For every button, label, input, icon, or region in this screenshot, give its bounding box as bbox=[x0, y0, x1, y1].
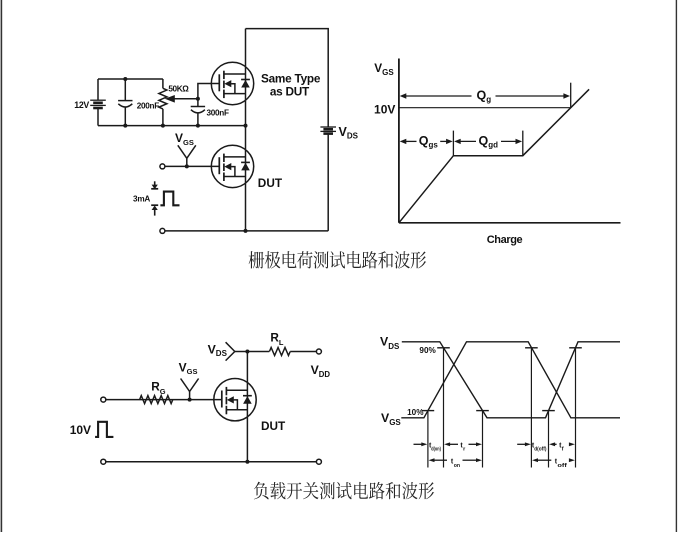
svg-text:200nF: 200nF bbox=[137, 101, 159, 110]
svg-text:DUT: DUT bbox=[261, 419, 286, 433]
svg-text:Qg: Qg bbox=[477, 88, 492, 104]
svg-text:as DUT: as DUT bbox=[270, 85, 310, 99]
svg-text:VDD: VDD bbox=[311, 363, 331, 379]
svg-text:Charge: Charge bbox=[487, 234, 523, 246]
svg-text:t: t bbox=[555, 459, 558, 466]
svg-text:Qgs: Qgs bbox=[419, 134, 439, 150]
svg-text:Same Type: Same Type bbox=[261, 71, 321, 85]
svg-text:50KΩ: 50KΩ bbox=[168, 85, 189, 94]
svg-text:3mA: 3mA bbox=[133, 195, 150, 204]
svg-text:10%: 10% bbox=[407, 408, 424, 417]
svg-text:off: off bbox=[557, 463, 567, 469]
svg-text:t: t bbox=[451, 459, 454, 466]
svg-text:RL: RL bbox=[270, 331, 284, 347]
svg-text:VGS: VGS bbox=[374, 61, 394, 77]
svg-text:DUT: DUT bbox=[258, 176, 283, 190]
svg-text:10V: 10V bbox=[374, 102, 395, 116]
svg-text:VGS: VGS bbox=[175, 131, 194, 147]
svg-text:t: t bbox=[460, 442, 463, 449]
svg-text:VDS: VDS bbox=[339, 125, 359, 140]
svg-text:Qgd: Qgd bbox=[479, 134, 499, 150]
svg-text:VGS: VGS bbox=[179, 361, 198, 377]
svg-text:d(on): d(on) bbox=[431, 446, 441, 452]
svg-text:VDS: VDS bbox=[208, 343, 228, 358]
svg-text:on: on bbox=[454, 463, 461, 469]
svg-text:10V: 10V bbox=[70, 423, 91, 437]
svg-text:VDS: VDS bbox=[380, 335, 400, 351]
svg-text:f: f bbox=[562, 446, 564, 452]
svg-text:90%: 90% bbox=[419, 346, 436, 355]
svg-text:VGS: VGS bbox=[381, 411, 401, 427]
svg-text:300nF: 300nF bbox=[207, 108, 229, 117]
svg-text:12V: 12V bbox=[74, 100, 89, 110]
svg-text:r: r bbox=[463, 446, 466, 452]
svg-text:t: t bbox=[559, 442, 562, 449]
svg-text:RG: RG bbox=[151, 380, 166, 396]
svg-text:t: t bbox=[429, 442, 432, 449]
svg-text:d(off): d(off) bbox=[534, 446, 546, 452]
svg-text:t: t bbox=[532, 442, 535, 449]
